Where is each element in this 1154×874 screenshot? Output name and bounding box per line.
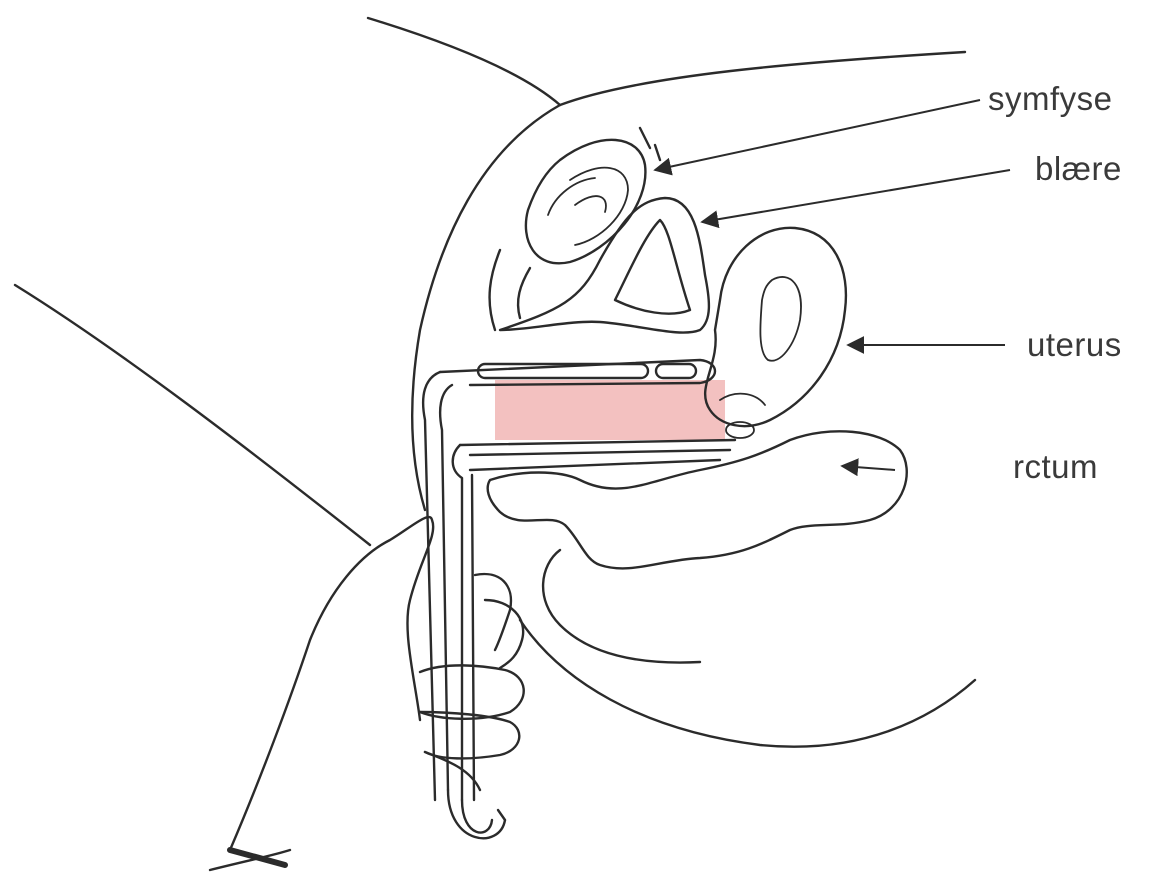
bladder bbox=[500, 198, 709, 333]
uterus bbox=[705, 228, 846, 438]
symfyse-label: symfyse bbox=[988, 80, 1113, 118]
symfyse-pointer-arrow bbox=[655, 100, 980, 170]
symphysis bbox=[490, 128, 660, 330]
lower-body-outline bbox=[520, 620, 975, 747]
rectum-label: rctum bbox=[1013, 448, 1098, 486]
abdomen-top-outline bbox=[560, 52, 965, 105]
thigh-outline bbox=[15, 285, 370, 545]
hand bbox=[210, 517, 524, 870]
pelvis-front-outline bbox=[412, 105, 560, 510]
uterus-label: uterus bbox=[1027, 326, 1122, 364]
abdomen-outline bbox=[368, 18, 560, 105]
blaere-label: blære bbox=[1035, 150, 1122, 188]
blaere-pointer-arrow bbox=[702, 170, 1010, 222]
rectum-pointer-arrow bbox=[842, 466, 895, 470]
vaginal-canal bbox=[495, 380, 725, 440]
